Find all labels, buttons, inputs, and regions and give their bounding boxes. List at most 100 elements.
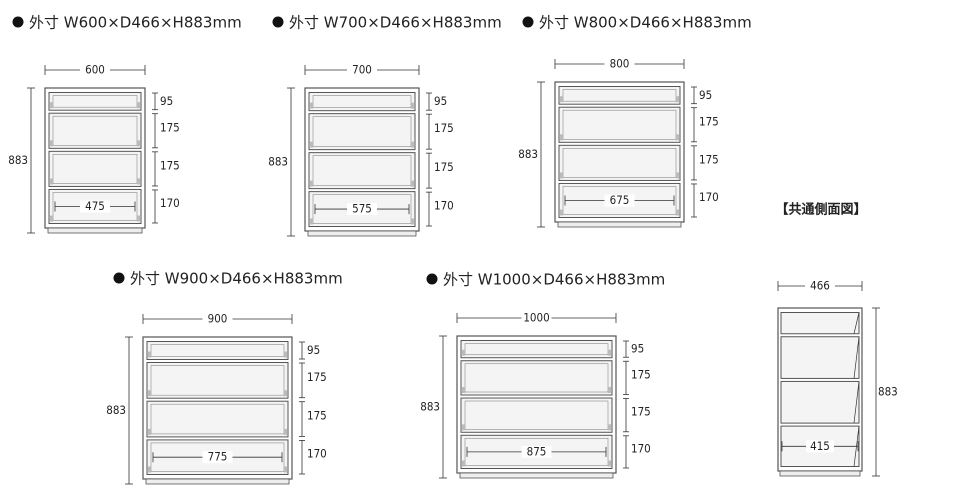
height-label: 883 [106, 403, 126, 417]
unit-title: 外寸 W600×D466×H883mm [29, 14, 242, 32]
drawer-inner-edge [150, 442, 285, 472]
drawer-side-mark [462, 424, 465, 431]
cabinet-front-view: 外寸 W1000×D466×H883mm10008839517517517087… [420, 271, 665, 479]
drawer-height-label: 175 [307, 370, 327, 384]
cabinet-base [459, 472, 614, 479]
drawer [146, 341, 289, 361]
drawer-side-mark [560, 209, 563, 216]
drawer-side-mark [284, 390, 287, 397]
drawer-side-mark [310, 141, 313, 148]
dimension-label-bg [521, 312, 552, 324]
dimension-label: 675 [610, 193, 630, 207]
drawer-height-label: 175 [434, 121, 454, 135]
drawer-height-label: 175 [699, 114, 719, 128]
drawer-side-mark [676, 134, 679, 141]
bullet-icon [113, 272, 125, 284]
drawer-height-label: 170 [307, 447, 327, 461]
dimension-label: 575 [352, 202, 372, 216]
cabinet-base [307, 230, 417, 237]
drawer-inner-edge [312, 155, 412, 186]
dimension-label: 1000 [523, 311, 549, 325]
drawer-inner-edge [312, 95, 412, 108]
unit-title: 外寸 W700×D466×H883mm [289, 14, 502, 32]
drawer-height-label: 175 [631, 367, 651, 381]
drawer-height-label: 95 [160, 94, 173, 108]
dimension-label-bg [521, 445, 552, 458]
drawer-side-mark [411, 218, 414, 225]
drawer-side-mark [50, 140, 53, 147]
dimension-label: 415 [810, 439, 830, 453]
drawer-inner-edge [562, 89, 677, 102]
drawer-side-mark [560, 96, 563, 103]
drawer-side-mark [462, 387, 465, 394]
dimension-label-bg [202, 451, 233, 464]
height-label: 883 [518, 147, 538, 161]
drawer-side-mark [411, 141, 414, 148]
drawer-height-label: 170 [434, 199, 454, 213]
drawer-height-label: 170 [160, 196, 180, 210]
dimension-label: 900 [208, 312, 228, 326]
drawer-inner-edge [150, 403, 285, 435]
cabinet-base [47, 227, 143, 234]
dimension-label-bg [80, 64, 110, 76]
drawer-inner-edge [464, 400, 609, 430]
drawer [558, 106, 681, 143]
bullet-icon [12, 16, 24, 28]
drawer-side-mark [560, 172, 563, 179]
dimension-label-bg [604, 194, 635, 207]
drawer [558, 86, 681, 105]
drawer-side-mark [284, 351, 287, 358]
drawer-side-mark [608, 424, 611, 431]
drawer-inner-edge [562, 109, 677, 140]
drawer-side-mark [137, 140, 140, 147]
drawer-inner-edge [464, 363, 609, 393]
side-view: 【共通側面図】 466 883 415 [775, 202, 898, 477]
drawer-inner-edge [52, 192, 138, 221]
height-label: 883 [8, 153, 28, 167]
drawer-side-mark [608, 349, 611, 356]
side-drawer [780, 380, 860, 424]
dimension-label: 475 [85, 199, 105, 213]
side-base [779, 470, 861, 477]
unit-title: 外寸 W1000×D466×H883mm [443, 271, 665, 289]
drawer [460, 340, 613, 359]
side-drawer [780, 312, 860, 335]
drawer-side-mark [310, 180, 313, 187]
drawer [48, 150, 142, 187]
drawer-side-mark [137, 102, 140, 109]
dimension-label: 466 [810, 279, 830, 293]
drawer-inner-edge [52, 154, 138, 184]
side-drawer-slope [853, 381, 860, 424]
drawer-height-label: 175 [631, 405, 651, 419]
drawer-side-mark [310, 102, 313, 109]
drawer-side-mark [137, 215, 140, 222]
drawer-side-mark [411, 102, 414, 109]
drawer-height-label: 175 [160, 158, 180, 172]
drawer-side-mark [50, 102, 53, 109]
height-label: 883 [878, 385, 898, 399]
dimension-label: 700 [352, 63, 372, 77]
drawer [460, 360, 613, 396]
drawer-inner-edge [150, 344, 285, 357]
drawer-height-label: 175 [307, 409, 327, 423]
drawer-side-mark [676, 209, 679, 216]
drawer-height-label: 175 [699, 152, 719, 166]
drawer-side-mark [462, 349, 465, 356]
side-view-title: 【共通側面図】 [775, 202, 866, 218]
drawer-side-mark [137, 178, 140, 185]
dimension-label-bg [805, 280, 835, 292]
dimension-label-bg [347, 203, 377, 216]
drawer-inner-edge [52, 115, 138, 146]
drawer-inner-edge [562, 148, 677, 178]
drawer-side-mark [411, 180, 414, 187]
bullet-icon [426, 273, 438, 285]
drawer-height-label: 95 [699, 88, 712, 102]
drawer-height-label: 95 [307, 343, 320, 357]
dimension-label-bg [806, 440, 834, 453]
dimension-label: 775 [208, 450, 228, 464]
dimension-label: 800 [610, 57, 630, 71]
cabinet-base [145, 478, 290, 485]
side-drawer-slope [853, 312, 860, 334]
